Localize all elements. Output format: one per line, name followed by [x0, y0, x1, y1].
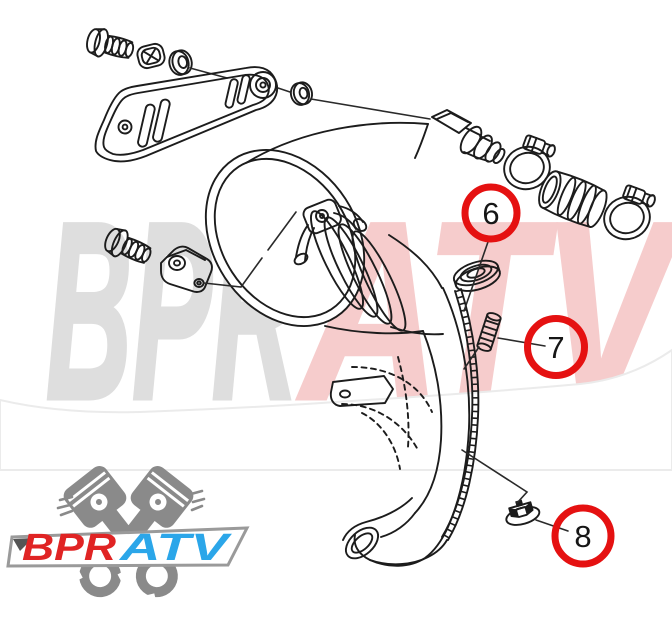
callout-6-number: 6 — [482, 196, 499, 231]
flange-bolt-side — [104, 227, 152, 264]
speed-lines-right — [189, 489, 206, 512]
muffler-mount-bracket — [293, 198, 368, 266]
leader-line — [461, 449, 529, 504]
callout-7: 7 — [524, 315, 588, 379]
outlet-stub — [431, 109, 506, 165]
brand-logo: BPR ATV — [6, 462, 250, 609]
hose-connector — [538, 170, 608, 228]
leader-line — [310, 98, 431, 120]
callout-8-number: 8 — [574, 519, 591, 554]
leader-line — [203, 211, 297, 288]
callout-7-ring — [524, 315, 588, 379]
callout-8: 8 — [551, 504, 615, 568]
leader-line — [189, 67, 228, 79]
flange-nut — [505, 499, 541, 526]
logo-banner — [6, 526, 250, 568]
callout-7-number: 7 — [547, 330, 564, 365]
logo-bpr-text: BPR — [22, 527, 117, 569]
washer-small-right — [289, 81, 313, 106]
callout-6-ring — [461, 183, 521, 243]
logo-atv-text: ATV — [119, 527, 232, 569]
heat-shield-bracket — [94, 66, 279, 163]
stud-bolt — [476, 312, 502, 352]
sealing-washer — [452, 259, 501, 292]
watermark-swoosh — [0, 348, 672, 471]
flange-bolt-top — [86, 28, 135, 59]
hose-clamp — [503, 134, 556, 191]
leader-line — [497, 337, 546, 347]
washer-small-top — [168, 49, 193, 76]
callout-8-ring — [551, 504, 615, 568]
diagram-line-art — [86, 28, 656, 567]
leader-line — [463, 346, 480, 370]
hose-clamp-2 — [603, 184, 656, 241]
exhaust-downpipe — [329, 287, 480, 567]
speed-lines-left — [56, 495, 74, 517]
leader-line — [463, 238, 490, 312]
logo-banner-fold — [13, 538, 33, 551]
leader-line — [535, 519, 569, 532]
leader-line — [277, 87, 291, 93]
speed-nut — [136, 42, 166, 70]
callout-6: 6 — [461, 183, 521, 243]
